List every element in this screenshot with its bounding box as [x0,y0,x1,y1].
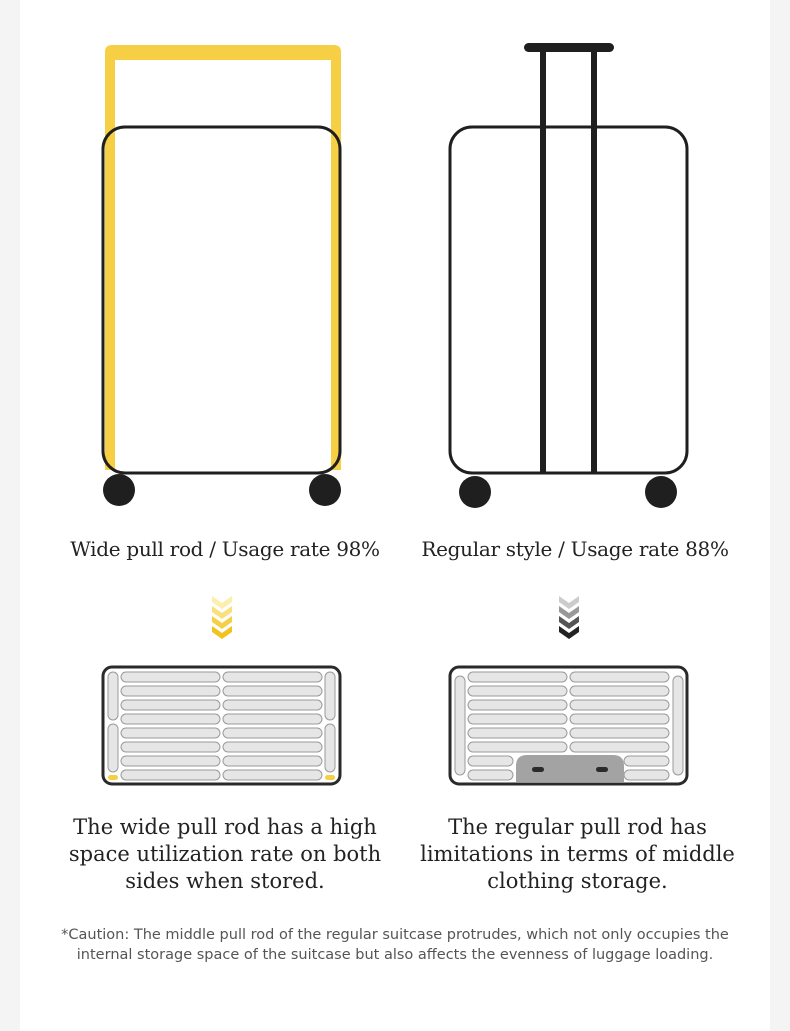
regular-pull-rod-handle [524,43,614,52]
regular-rod-storage-view [448,665,689,786]
wheel-left-1 [103,474,135,506]
wheel-right-1 [459,476,491,508]
rod-housing [516,755,624,782]
chevron-down-icon-left [212,596,232,639]
wide-rod-suitcase-icon [101,45,342,506]
chevron-down-icon-right [559,596,579,639]
wide-rod-storage-view [101,665,342,786]
regular-pull-rod-left [540,50,546,473]
wide-rod-title: Wide pull rod / Usage rate 98% [70,537,380,561]
suitcase-body-left [101,125,342,475]
suitcase-body-right [448,125,689,475]
wide-pull-rod [105,45,341,470]
wheel-right-2 [645,476,677,508]
regular-pull-rod-right [591,50,597,473]
comparison-page: Wide pull rod / Usage rate 98% Regular s… [20,0,770,1031]
caution-note: *Caution: The middle pull rod of the reg… [61,927,729,963]
wheel-left-2 [309,474,341,506]
regular-rod-description: The regular pull rod has limitations in … [420,815,735,893]
regular-rod-title: Regular style / Usage rate 88% [421,537,729,561]
suitcase-comparison-diagram [101,43,689,786]
regular-rod-suitcase-icon [448,43,689,508]
wide-rod-description: The wide pull rod has a high space utili… [68,815,382,893]
